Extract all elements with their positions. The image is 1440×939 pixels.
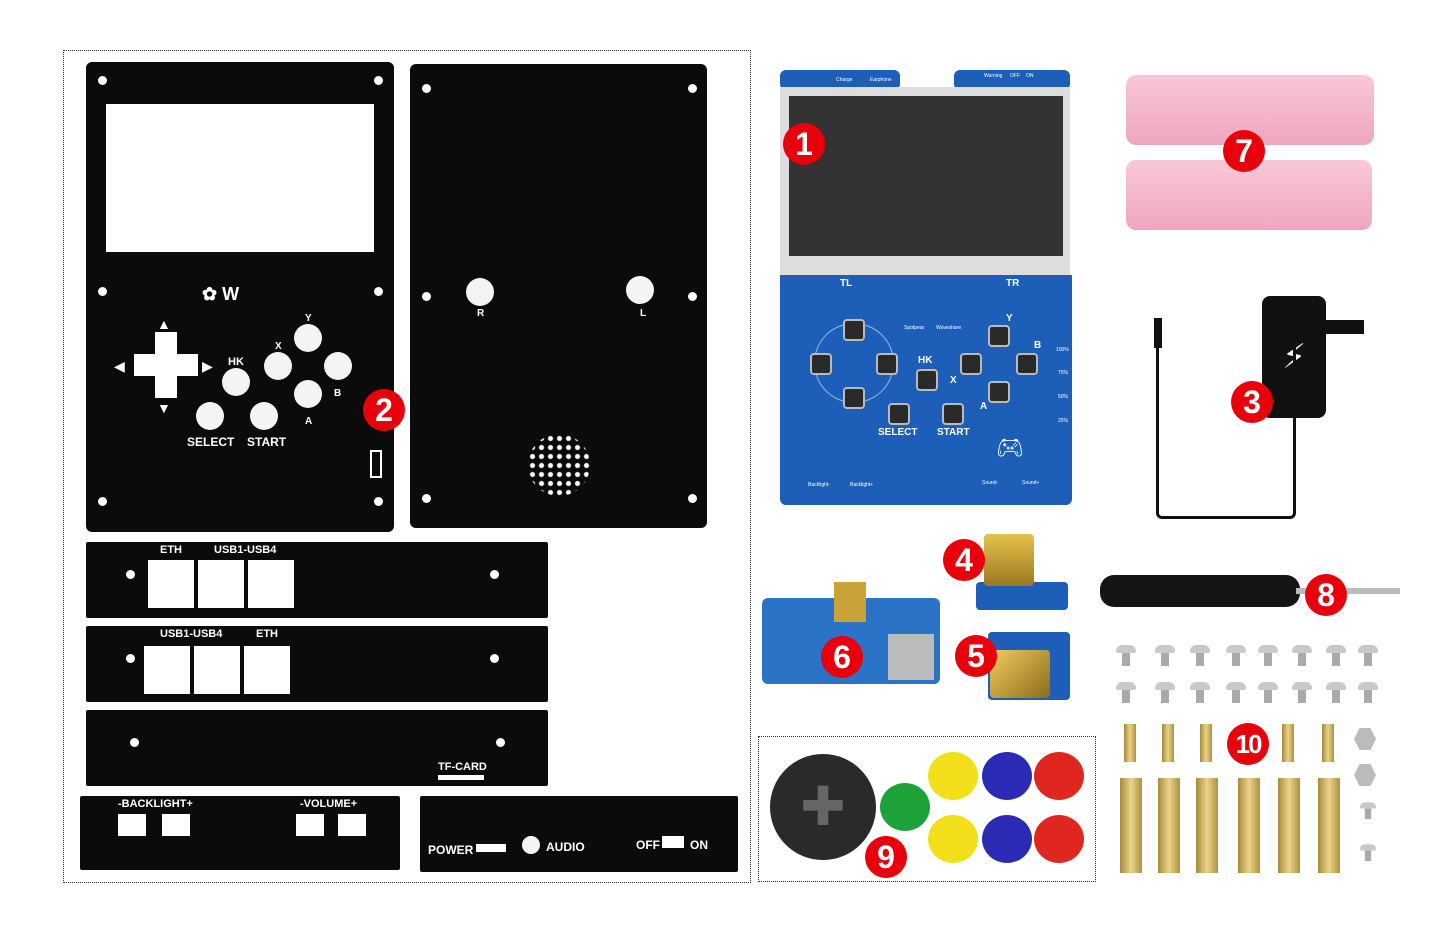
start-label: START [937,427,970,438]
x-label: X [950,375,957,386]
backlight-label: -BACKLIGHT+ [118,798,193,810]
backlight-minus-label: Backlight- [808,482,830,488]
charge-label: Charge [836,77,853,83]
tl-label: TL [840,278,853,289]
battery-2 [1126,160,1372,230]
usb-label: USB1-USB4 [214,544,277,556]
gamepad-icon: 🎮︎ [996,435,1024,460]
screen-window [106,104,374,252]
side-panel-1: ETH USB1-USB4 [86,542,548,618]
badge-4: 4 [943,539,985,581]
power-label: POWER [428,843,474,857]
usb-label: USB1-USB4 [160,628,223,640]
level-25: 25% [1058,418,1069,424]
bottom-panel-right: POWER AUDIO OFF ON [420,796,738,872]
screwdriver [1100,575,1300,607]
backlight-plus-label: Backlight+ [850,482,874,488]
eth-label: ETH [256,628,278,640]
power-cable [1156,345,1296,519]
level-75: 75% [1058,370,1069,376]
l-label: L [640,308,647,319]
yellow-cap [928,815,978,863]
a-label: A [305,416,313,427]
a-label: A [980,401,988,412]
earphone-label: Earphone [870,77,892,83]
sound-plus-label: Sound+ [1022,480,1040,486]
battery-icon [370,450,382,478]
dpad-cap: ✚ [770,754,876,860]
red-cap [1034,752,1084,800]
select-label: SELECT [878,427,918,438]
front-panel: ✿ W ▲ ▼ ◀ ▶ HK X Y B A SELECT START [86,62,394,532]
badge-8: 8 [1305,574,1347,616]
buttons-group [758,736,1096,882]
tf-card-label: TF-CARD [438,761,487,773]
badge-1: 1 [783,123,825,165]
b-label: B [334,388,342,399]
level-50: 50% [1058,394,1069,400]
game-board: Charge Earphone Warning OFF ON TL TR Spo… [778,70,1072,515]
side-panel-2: USB1-USB4 ETH [86,626,548,702]
blue-cap [982,815,1032,863]
yellow-cap [928,752,978,800]
start-label: START [247,435,287,449]
speaker-grille [528,434,590,496]
hk-label: HK [918,355,933,366]
badge-3: 3 [1231,381,1273,423]
badge-2: 2 [363,389,405,431]
green-cap [880,783,930,831]
lcd-frame [780,87,1070,279]
volume-label: -VOLUME+ [300,798,358,810]
sound-minus-label: Sound- [982,480,999,486]
warning-label: Warning [984,73,1003,79]
y-label: Y [305,313,312,324]
b-label: B [1034,340,1042,351]
badge-9: 9 [865,836,907,878]
audio-label: AUDIO [546,840,585,854]
level-100: 100% [1056,347,1069,353]
blue-cap [982,752,1032,800]
badge-5: 5 [955,635,997,677]
acrylic-case-group [63,50,751,883]
x-label: X [275,341,282,352]
badge-10: 10 [1227,723,1269,765]
on-label: ON [690,838,708,852]
lcd-screen [789,96,1063,256]
badge-7: 7 [1223,130,1265,172]
select-label: SELECT [187,435,235,449]
off-label: OFF [1010,73,1020,79]
eth-label: ETH [160,544,182,556]
hk-label: HK [228,356,244,368]
r-label: R [477,308,485,319]
side-panel-3: TF-CARD [86,710,548,786]
bottom-panel-left: -BACKLIGHT+ -VOLUME+ [80,796,400,870]
pcb: TL TR Spotpear Waveshare HK X Y B A SELE… [780,275,1072,505]
back-panel: R L [410,64,707,528]
spotpear-label: Spotpear [904,325,925,331]
y-label: Y [1006,313,1013,324]
badge-6: 6 [821,636,863,678]
hdmi-adapter-vertical [976,582,1068,610]
tr-label: TR [1006,278,1020,289]
logo-icon: ✿ W [202,284,240,304]
waveshare-label: Waveshare [936,325,962,331]
red-cap [1034,815,1084,863]
off-label: OFF [636,838,660,852]
on-label: ON [1026,73,1034,79]
